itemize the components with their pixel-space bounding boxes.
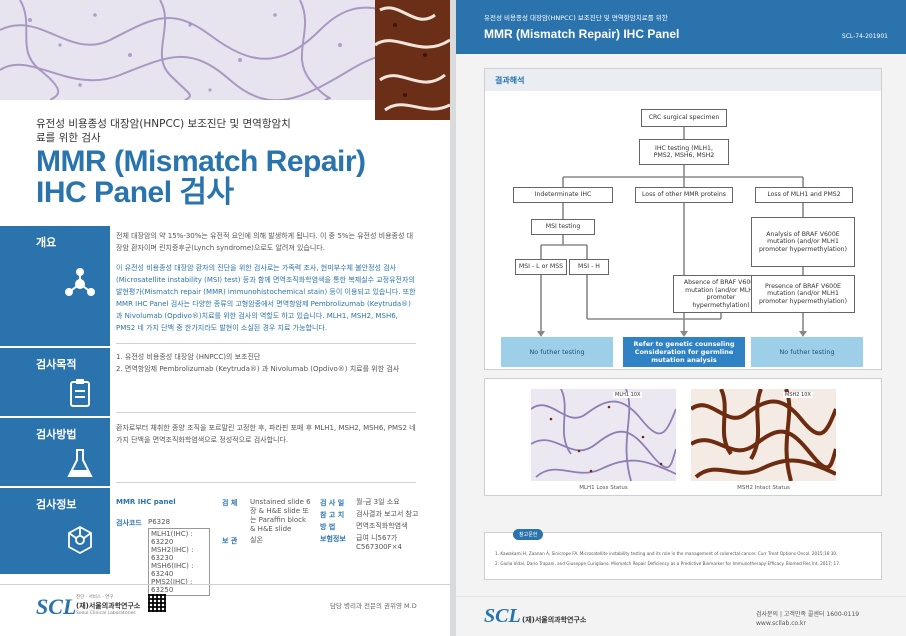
qr-code[interactable] — [148, 594, 166, 612]
flow-outcome-genetic-counseling: Refer to genetic counseling Consideratio… — [623, 337, 745, 367]
header-title: MMR (Mismatch Repair) IHC Panel — [484, 27, 680, 41]
divider — [116, 343, 416, 344]
clipboard-icon — [70, 379, 90, 407]
flow-node-msi-low: MSI - L or MSS — [515, 259, 567, 275]
code-label: 검사코드 — [116, 519, 142, 527]
purpose-item2: 2. 면역항암제 Pembrolizumab (Keytruda®) 과 Niv… — [116, 365, 400, 373]
reference-item: 1. Kawakami H, Zaanan A, Sinicrope FA. M… — [495, 551, 838, 556]
flow-node-ihc-testing: IHC testing (MLH1, PMS2, MSH6, MSH2 — [639, 139, 729, 165]
panel-name: MMR IHC panel — [116, 498, 176, 506]
contact-doctor: 담당 병리과 전문의 권위영 M.D — [330, 602, 417, 610]
method-info-value: 면역조직화학염색 — [356, 522, 408, 530]
method-label: 검사방법 — [36, 428, 77, 441]
divider — [116, 482, 416, 483]
storage-label: 보 관 — [222, 537, 238, 545]
scl-logo: SCL — [484, 605, 521, 627]
scl-logo: SCL — [36, 594, 77, 619]
document-subtitle: 유전성 비용종성 대장암(HNPCC) 보조진단 및 면역항암치료를 위한 검사 — [36, 118, 291, 144]
code-value: P6328 — [148, 518, 171, 526]
overview-label: 개요 — [36, 236, 57, 249]
org-english-name: Seoul Clinical Laboratories — [76, 611, 136, 616]
specimen-label: 검 체 — [222, 499, 238, 507]
references-box: 참고문헌 1. Kawakami H, Zaanan A, Sinicrope … — [484, 529, 882, 580]
code-list: MLH1(IHC) : 63220 MSH2(IHC) : 63230 MSH6… — [148, 528, 210, 596]
flow-node-msi-testing: MSI testing — [531, 219, 595, 235]
info-label: 검사정보 — [36, 498, 77, 511]
org-name: (재)서울의과학연구소 — [522, 616, 587, 624]
document-code: SCL-74-201901 — [841, 33, 888, 40]
code-item: MSH6(IHC) : 63240 — [151, 562, 194, 578]
purpose-item1: 1. 유전성 비용종성 대장암 (HNPCC)의 보조진단 — [116, 353, 261, 361]
flask-icon — [67, 449, 93, 477]
website-link[interactable]: www.scllab.co.kr — [756, 620, 806, 627]
ihc-image-panel: MLH1 10X MLH1 Loss Status MSH2 10X MSH2 … — [484, 378, 882, 496]
divider — [116, 412, 416, 413]
document-title-line1: MMR (Mismatch Repair) — [36, 145, 366, 178]
overview-para1: 전체 대장암의 약 15%-30%는 유전적 요인에 의해 발생하게 됩니다. … — [116, 232, 414, 252]
flow-node-loss-other: Loss of other MMR proteins — [635, 187, 733, 203]
overview-para2: 이 유전성 비용종성 대장암 환자의 진단을 위한 검사로는 가족력 조사, 현… — [116, 264, 416, 332]
method-text: 환자로부터 채취한 종양 조직을 포르말린 고정한 후, 파라핀 포매 후 ML… — [116, 424, 416, 444]
method-info-label: 방 법 — [320, 523, 336, 531]
flow-node-specimen: CRC surgical specimen — [641, 109, 727, 127]
tissue-micrograph-corner — [375, 0, 450, 120]
brochure-back-page: 유전성 비용종성 대장암(HNPCC) 보조진단 및 면역항암치료를 위한 MM… — [456, 0, 906, 636]
reference-item: 2. Giulia Vidal, Dario Trapani, and Gius… — [495, 561, 841, 566]
tat-label: 검 사 일 — [320, 499, 345, 507]
references-badge: 참고문헌 — [513, 529, 544, 540]
code-item: PMS2(IHC) : 63250 — [151, 578, 193, 594]
flow-node-loss-mlh1-pms2: Loss of MLH1 and PMS2 — [755, 187, 853, 203]
overview-sidebar: 개요 — [0, 226, 110, 346]
specimen-value: Unstained slide 6장 & H&E slide 또는 Paraff… — [250, 498, 311, 533]
purpose-label: 검사목적 — [36, 358, 77, 371]
section-title: 결과해석 — [495, 76, 525, 85]
msh2-magnification-tag: MSH2 10X — [783, 392, 813, 398]
org-name: (재)서울의과학연구소 — [76, 602, 141, 610]
page-header: 유전성 비용종성 대장암(HNPCC) 보조진단 및 면역항암치료를 위한 MM… — [456, 0, 906, 54]
flow-outcome-no-testing: No futher testing — [501, 337, 613, 367]
interpretation-panel: 결과해석 — [484, 68, 882, 370]
network-icon — [68, 525, 92, 555]
insurance-value: 급여 니567가 C567300F×4 — [356, 534, 402, 551]
insurance-label: 보험정보 — [320, 535, 346, 543]
molecule-icon — [65, 268, 95, 296]
reference-label: 참 고 치 — [320, 511, 345, 519]
purpose-sidebar: 검사목적 — [0, 348, 110, 416]
info-sidebar: 검사정보 — [0, 488, 110, 574]
header-subtitle: 유전성 비용종성 대장암(HNPCC) 보조진단 및 면역항암치료를 위한 — [484, 14, 668, 22]
storage-value: 실온 — [250, 536, 263, 544]
contact-center: 검사문의 | 고객만족 콜센터 1600-0119 — [756, 611, 860, 618]
mlh1-caption: MLH1 Loss Status — [579, 485, 628, 491]
flow-node-msi-high: MSI - H — [569, 259, 609, 275]
msh2-caption: MSH2 Intact Status — [737, 485, 790, 491]
flow-node-indeterminate: Indeterminate IHC — [513, 187, 613, 203]
mlh1-magnification-tag: MLH1 10X — [613, 392, 643, 398]
msh2-micrograph — [691, 389, 836, 481]
section-header: 결과해석 — [485, 69, 881, 91]
flow-outcome-no-testing-2: No futher testing — [751, 337, 863, 367]
footer-divider — [0, 584, 450, 585]
code-item: MLH1(IHC) : 63220 — [151, 530, 193, 546]
flow-node-braf-analysis: Analysis of BRAF V600E mutation (and/or … — [751, 217, 855, 267]
code-item: MSH2(IHC) : 63230 — [151, 546, 194, 562]
mlh1-micrograph — [531, 389, 676, 481]
brochure-front-page: 유전성 비용종성 대장암(HNPCC) 보조진단 및 면역항암치료를 위한 검사… — [0, 0, 450, 636]
reference-value: 검사결과 보고서 참고 — [356, 510, 419, 518]
tat-value: 월-금 3일 소요 — [356, 498, 400, 506]
document-title-line2: IHC Panel 검사 — [36, 176, 234, 209]
flow-node-braf-present: Presence of BRAF V600E mutation (and/or … — [751, 275, 855, 313]
page-footer: SCL (재)서울의과학연구소 검사문의 | 고객만족 콜센터 1600-011… — [456, 596, 906, 636]
method-sidebar: 검사방법 — [0, 418, 110, 486]
flowchart-connectors — [537, 127, 807, 337]
org-tagline: 진단 · 서비스 · 연구 — [76, 595, 114, 600]
